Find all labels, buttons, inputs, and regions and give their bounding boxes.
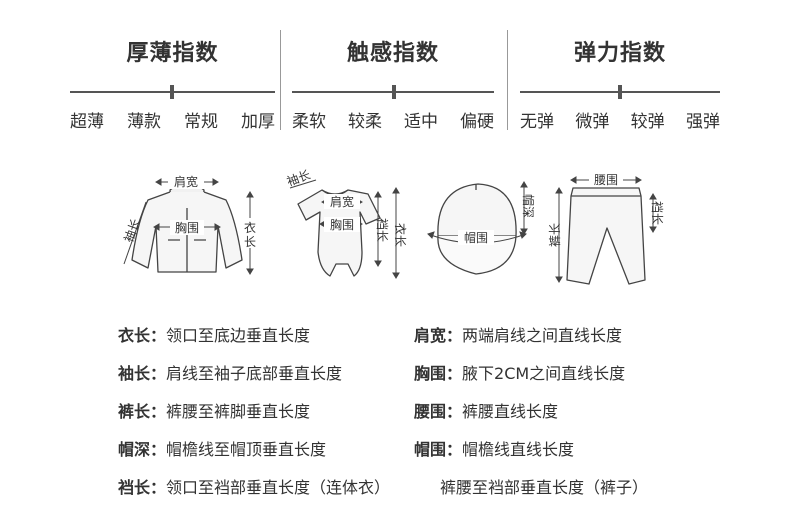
thickness-option: 加厚 — [241, 112, 275, 132]
texture-option: 偏硬 — [460, 112, 494, 132]
definition-row: 胸围：腋下2CM之间直线长度 — [414, 360, 625, 384]
definition-label: 袖长： — [118, 364, 167, 383]
definition-label: 裆长： — [118, 478, 167, 497]
elasticity-index: 弹力指数 无弹 微弹 较弹 强弹 — [520, 0, 720, 140]
texture-index-marker — [392, 85, 396, 99]
definition-row-extra: 裤腰至裆部垂直长度（裤子） — [440, 474, 648, 498]
thickness-option: 常规 — [184, 112, 218, 132]
definition-text: 帽檐线直线长度 — [462, 440, 575, 459]
definition-text: 领口至底边垂直长度 — [166, 326, 311, 345]
thickness-index-title: 厚薄指数 — [126, 41, 219, 66]
definition-label: 裤长： — [118, 402, 167, 421]
jacket-chest-label: 胸围 — [175, 220, 199, 235]
jacket-illustration: 肩宽 胸围 衣长 袖长 — [121, 174, 258, 275]
definition-row: 袖长：肩线至袖子底部垂直长度 — [118, 360, 342, 384]
texture-index: 触感指数 柔软 较柔 适中 偏硬 — [292, 0, 494, 140]
texture-index-options: 柔软 较柔 适中 偏硬 — [292, 107, 494, 132]
divider — [280, 30, 281, 130]
cap-illustration: 帽围 帽深 — [427, 181, 536, 275]
romper-shoulder-label: 肩宽 — [330, 194, 354, 209]
elasticity-index-options: 无弹 微弹 较弹 强弹 — [520, 107, 720, 132]
elasticity-option: 无弹 — [520, 112, 554, 132]
definition-text: 肩线至袖子底部垂直长度 — [166, 364, 343, 383]
cap-circumference-label: 帽围 — [464, 230, 488, 245]
romper-sleeve-label: 袖长 — [285, 167, 313, 189]
pants-waist-label: 腰围 — [594, 173, 618, 187]
definition-row: 帽围：帽檐线直线长度 — [414, 436, 574, 460]
texture-index-title: 触感指数 — [346, 41, 439, 66]
jacket-length-label: 衣长 — [244, 220, 256, 249]
definition-label: 胸围： — [414, 364, 463, 383]
thickness-index-marker — [170, 85, 174, 99]
romper-chest-label: 胸围 — [330, 217, 354, 232]
definition-text: 帽檐线至帽顶垂直长度 — [166, 440, 327, 459]
elasticity-index-marker — [618, 85, 622, 99]
jacket-shoulder-label: 肩宽 — [174, 174, 198, 189]
definition-text: 腋下2CM之间直线长度 — [462, 364, 626, 383]
thickness-option: 薄款 — [127, 112, 161, 132]
pants-illustration: 腰围 裆长 裤长 — [548, 172, 664, 285]
definition-text: 领口至裆部垂直长度（连体衣） — [166, 478, 391, 497]
romper-length-label: 衣长 — [393, 223, 408, 247]
definition-label: 帽深： — [118, 440, 167, 459]
definition-label: 腰围： — [414, 402, 463, 421]
definition-text: 两端肩线之间直线长度 — [462, 326, 623, 345]
jacket-diagram: 肩宽 胸围 衣长 袖长 — [110, 160, 265, 300]
pants-crotch-label: 裆长 — [650, 201, 664, 225]
definition-row: 腰围：裤腰直线长度 — [414, 398, 558, 422]
elasticity-option: 强弹 — [685, 112, 720, 132]
pants-length-label: 裤长 — [548, 223, 562, 247]
thickness-option: 超薄 — [70, 112, 104, 132]
romper-diagram: 肩宽 胸围 裆长 衣长 袖长 — [270, 160, 410, 300]
definition-row: 裆长：领口至裆部垂直长度（连体衣） — [118, 474, 390, 498]
definition-label: 衣长： — [118, 326, 167, 345]
definition-row: 裤长：裤腰至裤脚垂直长度 — [118, 398, 310, 422]
texture-option: 适中 — [404, 112, 438, 132]
definition-label: 帽围： — [414, 440, 463, 459]
definition-label: 肩宽： — [414, 326, 463, 345]
romper-crotch-label: 裆长 — [375, 218, 389, 242]
thickness-index: 厚薄指数 超薄 薄款 常规 加厚 — [70, 0, 275, 140]
texture-option: 较柔 — [348, 112, 382, 132]
cap-diagram: 帽围 帽深 — [420, 160, 540, 300]
definition-row: 肩宽：两端肩线之间直线长度 — [414, 322, 622, 346]
elasticity-option: 微弹 — [575, 112, 610, 132]
elasticity-index-title: 弹力指数 — [573, 41, 666, 66]
definition-row: 衣长：领口至底边垂直长度 — [118, 322, 310, 346]
pants-diagram: 腰围 裆长 裤长 — [545, 160, 665, 300]
definition-text: 裤腰至裤脚垂直长度 — [166, 402, 311, 421]
definition-row: 帽深：帽檐线至帽顶垂直长度 — [118, 436, 326, 460]
texture-option: 柔软 — [292, 112, 326, 132]
definition-text: 裤腰至裆部垂直长度（裤子） — [440, 478, 649, 497]
divider — [507, 30, 508, 130]
elasticity-option: 较弹 — [630, 112, 665, 132]
definition-text: 裤腰直线长度 — [462, 402, 559, 421]
thickness-index-options: 超薄 薄款 常规 加厚 — [70, 107, 275, 132]
cap-depth-label: 帽深 — [521, 194, 536, 218]
romper-illustration: 肩宽 胸围 裆长 衣长 袖长 — [285, 167, 408, 279]
